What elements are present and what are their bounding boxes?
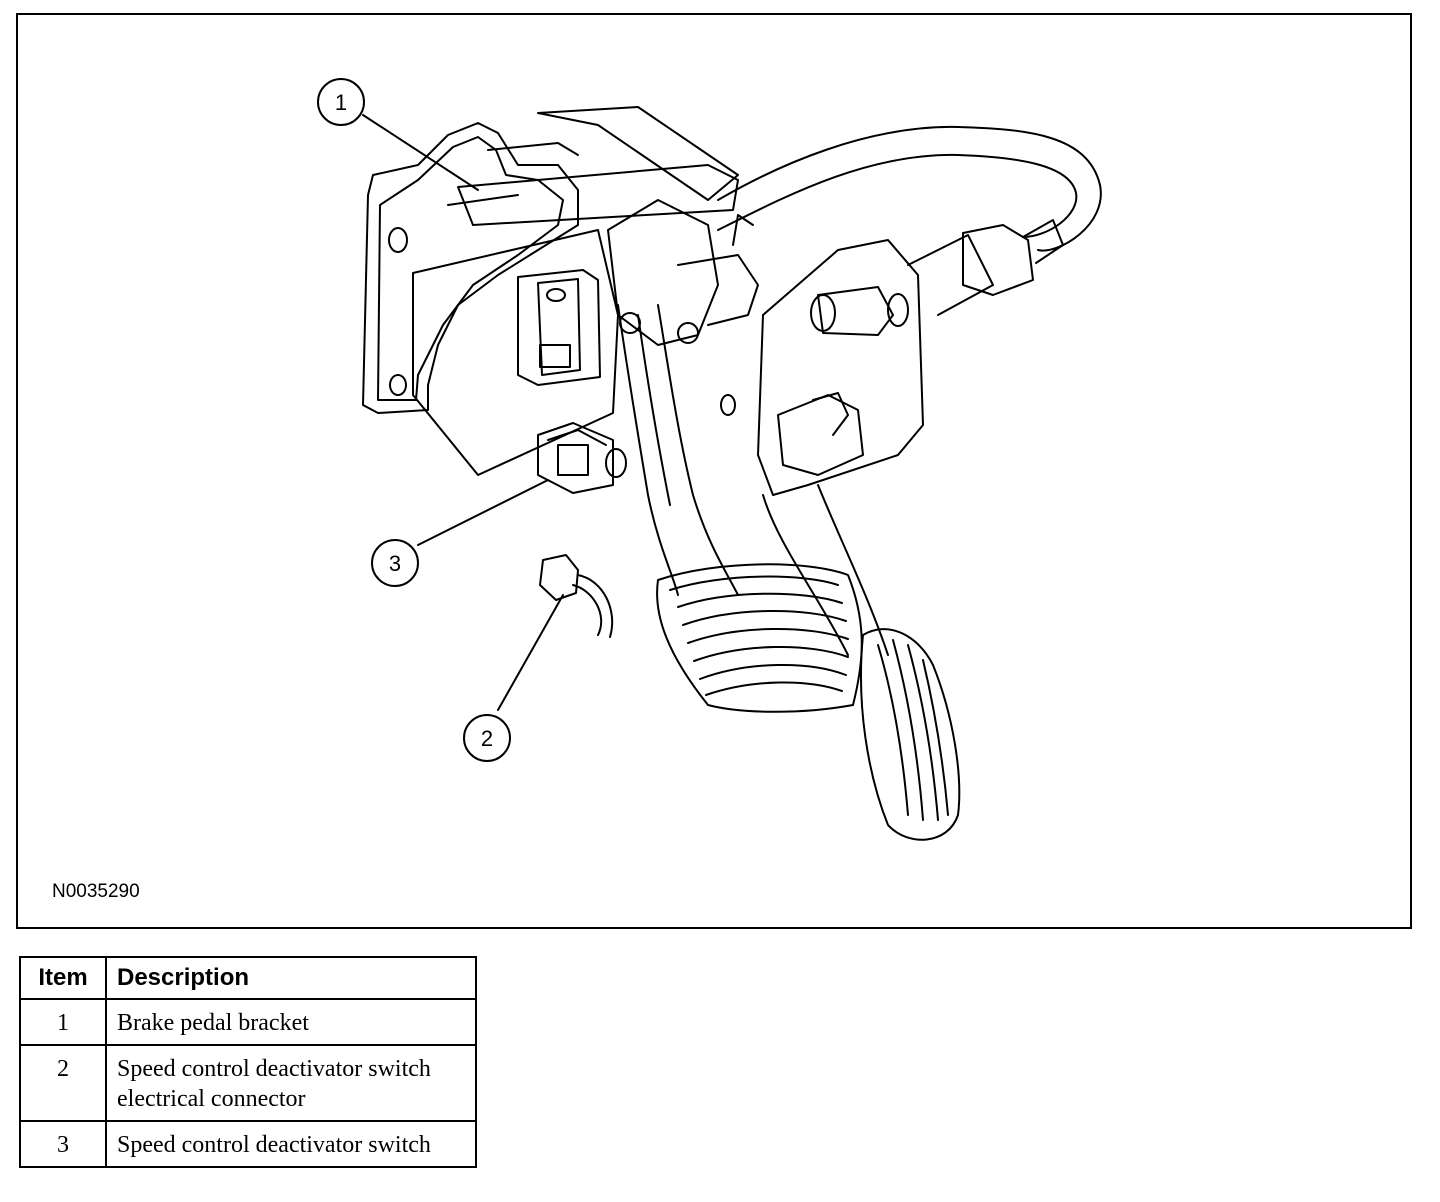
cable-end-connector	[962, 219, 1064, 296]
accelerator-pedal-mount	[720, 234, 994, 496]
brake-pedal-pad	[656, 563, 863, 713]
control-module	[517, 269, 601, 386]
legend-row: 2 Speed control deactivator switch elect…	[19, 1044, 477, 1122]
callout-3: 3	[371, 539, 419, 587]
callout-1: 1	[317, 78, 365, 126]
accelerator-pedal-pad	[860, 628, 961, 841]
brake-pedal-arm	[617, 304, 739, 596]
figure-id: N0035290	[52, 881, 140, 902]
switch-electrical-connector	[539, 554, 614, 638]
legend-header-row: Item Description	[19, 956, 477, 1000]
diagram-frame: 1 3 2 N0035290	[16, 13, 1412, 929]
callout-2-label: 2	[481, 726, 493, 751]
pedal-support-housing	[412, 106, 739, 476]
brake-pedal-bracket	[362, 122, 579, 414]
legend-header-item: Item	[19, 956, 107, 1000]
legend-table: Item Description 1 Brake pedal bracket 2…	[19, 956, 477, 1168]
legend-item-description: Speed control deactivator switch electri…	[105, 1044, 477, 1122]
callout-1-label: 1	[335, 90, 347, 115]
legend-item-number: 2	[19, 1044, 107, 1122]
legend-item-description-text: Speed control deactivator switch electri…	[117, 1056, 431, 1112]
legend-item-number: 3	[19, 1120, 107, 1168]
callout-3-label: 3	[389, 551, 401, 576]
pedal-assembly-illustration: 1 3 2	[317, 78, 1102, 841]
deactivator-switch	[537, 422, 627, 494]
callout-leader-lines	[362, 114, 564, 711]
legend-header-description: Description	[105, 956, 477, 1000]
pedal-pivot-mechanism	[607, 199, 759, 346]
legend-item-description: Brake pedal bracket	[105, 998, 477, 1046]
legend-row: 3 Speed control deactivator switch	[19, 1120, 477, 1168]
legend-item-description: Speed control deactivator switch	[105, 1120, 477, 1168]
legend-item-number: 1	[19, 998, 107, 1046]
callout-2: 2	[463, 714, 511, 762]
accelerator-pedal-arm	[762, 484, 889, 656]
legend-item-description-text: Speed control deactivator switch	[117, 1132, 431, 1158]
legend-row: 1 Brake pedal bracket	[19, 998, 477, 1046]
speed-control-cable	[717, 125, 1102, 252]
